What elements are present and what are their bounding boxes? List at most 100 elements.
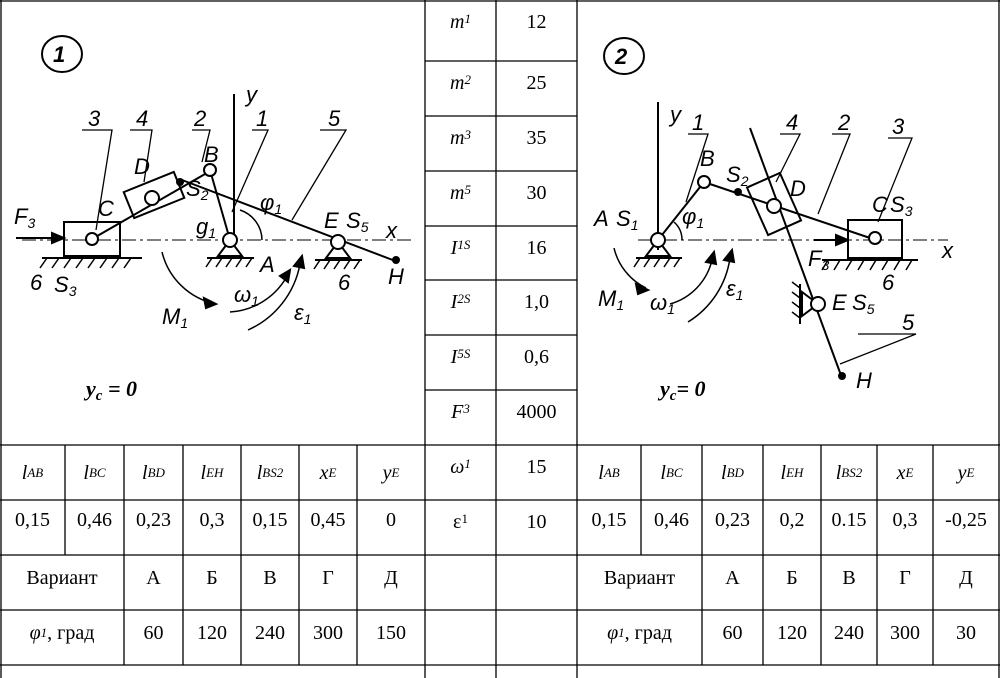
left-angle: 150 [376, 621, 406, 644]
svg-text:S1: S1 [616, 206, 638, 233]
right-angle: 60 [722, 621, 743, 644]
right-value: 0,15 [591, 509, 627, 531]
left-variant: А [146, 566, 161, 589]
left-value: 0,15 [252, 509, 288, 531]
svg-text:M1: M1 [598, 286, 624, 313]
svg-text:A: A [592, 206, 609, 231]
svg-text:F3: F3 [14, 204, 35, 231]
svg-text:φ1: φ1 [260, 190, 282, 217]
svg-text:5: 5 [902, 310, 915, 335]
left-angle: 300 [313, 621, 343, 644]
svg-text:2: 2 [193, 106, 206, 131]
svg-text:C: C [872, 192, 888, 217]
right-variant: В [842, 566, 856, 589]
left-angle: 60 [143, 621, 164, 644]
right-variant: Д [959, 566, 973, 589]
left-value: 0 [386, 509, 396, 531]
param-val-4: 16 [526, 237, 547, 259]
right-angle: 120 [777, 621, 807, 644]
right-value: 0,3 [892, 509, 918, 531]
mechanism-diagram-1: 1 y 3 4 2 1 5 D B C S2 φ1 g1 E S5 x F3 A… [14, 35, 412, 331]
svg-text:3: 3 [892, 114, 905, 139]
svg-text:D: D [134, 154, 150, 179]
svg-text:6: 6 [30, 270, 43, 295]
left-variant-label: Вариант [26, 566, 98, 589]
svg-text:H: H [856, 368, 872, 393]
param-val-8: 15 [526, 456, 547, 478]
right-value: 0,23 [715, 509, 750, 531]
diagram2-condition: yc= 0 [660, 376, 706, 404]
right-variant-label: Вариант [603, 566, 676, 589]
svg-text:S2: S2 [186, 176, 209, 203]
left-value: 0,45 [310, 509, 346, 531]
svg-text:ω1: ω1 [234, 282, 259, 309]
svg-text:y: y [244, 82, 259, 107]
param-val-3: 30 [526, 182, 547, 204]
svg-text:4: 4 [786, 110, 798, 135]
mechanism-diagram-2: 2 y 1 4 2 3 B S2 D C S3 A S1 φ1 x F3 6 E… [592, 37, 954, 393]
param-val-7: 4000 [516, 401, 557, 423]
left-value: 0,46 [77, 509, 112, 531]
param-val-5: 1,0 [524, 291, 549, 313]
right-value: 0,2 [779, 509, 805, 531]
svg-text:x: x [385, 218, 398, 243]
left-variant: Г [322, 566, 334, 589]
right-variant: Г [899, 566, 911, 589]
svg-text:C: C [98, 196, 114, 221]
svg-text:2: 2 [837, 110, 850, 135]
left-variant: В [263, 566, 277, 589]
svg-text:E: E [832, 290, 847, 315]
svg-text:D: D [790, 176, 806, 201]
svg-text:g1: g1 [196, 214, 216, 241]
svg-text:S5: S5 [346, 208, 369, 235]
svg-text:5: 5 [328, 106, 341, 131]
param-val-1: 25 [526, 72, 547, 94]
svg-text:H: H [388, 264, 404, 289]
right-angle: 300 [890, 621, 920, 644]
diagram1-number: 1 [53, 42, 65, 67]
svg-text:y: y [668, 102, 683, 127]
svg-text:E: E [324, 208, 339, 233]
right-angle: 30 [956, 621, 976, 644]
left-value: 0,3 [199, 509, 225, 531]
right-value: 0.15 [831, 509, 867, 531]
svg-text:ω1: ω1 [650, 290, 675, 317]
param-val-6: 0,6 [524, 346, 549, 368]
param-val-2: 35 [526, 127, 547, 149]
left-variant: Б [206, 566, 218, 589]
svg-text:1: 1 [256, 106, 268, 131]
svg-text:F3: F3 [808, 246, 829, 273]
svg-text:A: A [258, 252, 275, 277]
left-variant: Д [384, 566, 398, 589]
svg-text:4: 4 [136, 106, 148, 131]
diagram-number-circle [41, 35, 83, 73]
svg-text:φ1: φ1 [682, 204, 704, 231]
right-value: 0,46 [654, 509, 689, 531]
svg-text:B: B [700, 146, 715, 171]
svg-text:6: 6 [882, 270, 895, 295]
svg-text:1: 1 [692, 110, 704, 135]
param-val-0: 12 [526, 11, 547, 33]
svg-text:ε1: ε1 [294, 300, 311, 327]
right-variant: А [725, 566, 740, 589]
